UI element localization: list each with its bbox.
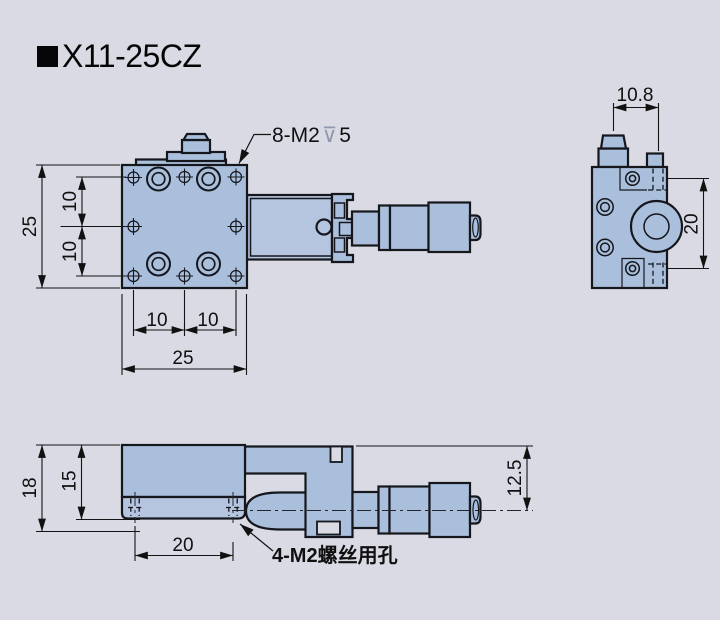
svg-text:10.8: 10.8 <box>617 85 654 106</box>
svg-text:20: 20 <box>172 535 193 556</box>
dim-front-width: 25 <box>121 294 248 375</box>
counterbore-holes <box>146 166 221 277</box>
svg-text:10: 10 <box>60 191 81 212</box>
svg-text:15: 15 <box>60 470 81 491</box>
page-title: X11-25CZ <box>37 38 202 74</box>
bottom-view: 18 15 20 12.5 4-M2螺丝用孔 <box>20 443 533 567</box>
side-view: 10.8 20 <box>590 85 709 290</box>
dim-bottom-hole-pitch: 20 <box>134 526 234 561</box>
m2-tapped-holes <box>125 168 245 285</box>
stage-block <box>120 443 247 499</box>
screw-callout: 4-M2螺丝用孔 <box>239 523 398 567</box>
svg-text:10: 10 <box>146 310 167 331</box>
svg-text:12.5: 12.5 <box>505 460 526 497</box>
svg-text:10: 10 <box>197 310 218 331</box>
title-square-icon <box>37 46 58 67</box>
dim-front-height: 25 <box>20 164 120 289</box>
svg-text:20: 20 <box>682 213 703 234</box>
svg-text:25: 25 <box>20 216 41 237</box>
thread-callout: 8-M2⊽5 <box>238 124 351 164</box>
micrometer-top-view <box>350 201 482 254</box>
svg-text:4-M2螺丝用孔: 4-M2螺丝用孔 <box>272 543 398 567</box>
svg-text:25: 25 <box>172 348 193 369</box>
model-number: X11-25CZ <box>62 38 201 74</box>
dim-bottom-center-height: 12.5 <box>356 445 533 511</box>
dim-side-height: 20 <box>668 177 709 270</box>
hidden-screw-holes <box>128 492 240 523</box>
front-view: 25 10 10 10 10 25 8-M2⊽5 <box>20 124 482 375</box>
base-plate <box>120 495 247 520</box>
svg-text:8-M2⊽5: 8-M2⊽5 <box>272 124 351 147</box>
dim-side-top-width: 10.8 <box>612 85 660 151</box>
dim-front-bottom-pitch: 10 10 <box>132 290 237 336</box>
svg-text:18: 18 <box>20 477 41 498</box>
dim-bottom-body-height: 15 <box>60 444 140 521</box>
dim-front-left-pitch: 10 10 <box>60 176 126 277</box>
svg-text:10: 10 <box>60 241 81 262</box>
lock-knob <box>181 132 211 142</box>
